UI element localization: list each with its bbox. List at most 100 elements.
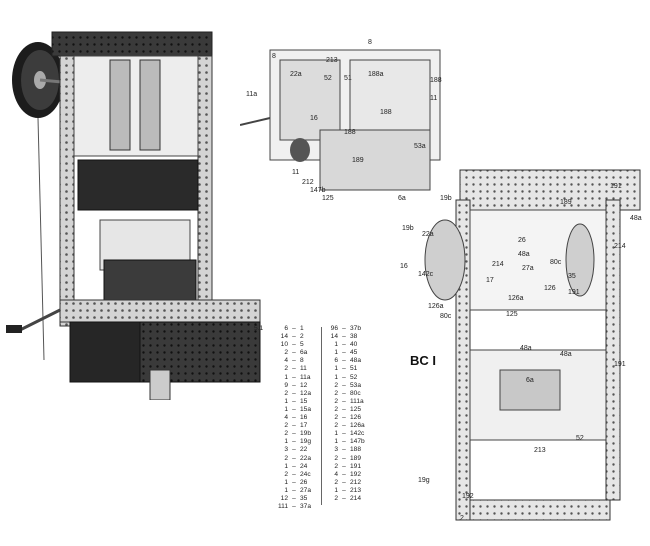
- part-number: 19g: [300, 438, 312, 446]
- part-quantity: 6: [284, 325, 288, 332]
- part-number: 24: [300, 462, 308, 470]
- part-quantity: 2: [284, 454, 288, 462]
- part-label: 11: [292, 169, 299, 176]
- part-quantity: 2: [334, 422, 338, 430]
- part-label: 188: [344, 129, 356, 136]
- part-number: 147b: [350, 438, 365, 446]
- part-number: 26: [300, 478, 308, 486]
- separator-dash: –: [292, 454, 296, 462]
- part-label: 213: [534, 447, 546, 454]
- parts-row: 1–40: [324, 341, 374, 349]
- part-quantity: 1: [284, 397, 288, 405]
- separator-dash: –: [292, 438, 296, 446]
- part-number: 188: [350, 446, 362, 454]
- parts-row: 1–11a: [274, 374, 324, 382]
- part-label: 8: [368, 39, 372, 46]
- parts-row: 4–16: [274, 414, 324, 422]
- part-label: 16: [310, 115, 318, 122]
- parts-row: 2–80c: [324, 390, 374, 398]
- hand-crank: [6, 308, 61, 333]
- part-quantity: 1: [334, 365, 338, 373]
- part-number: 27a: [300, 486, 312, 494]
- part-number: 6a: [300, 349, 308, 357]
- part-quantity: 3: [284, 446, 288, 454]
- parts-row: 14–38: [324, 333, 374, 341]
- part-quantity: 2: [334, 381, 338, 389]
- part-quantity: 2: [334, 397, 338, 405]
- model-illustration: [6, 31, 261, 400]
- column-divider: [321, 327, 322, 505]
- parts-row: 2–191: [324, 463, 374, 471]
- detail-top: 8 213 8 22a 52 51 188a 188 188 11 11a 16…: [240, 39, 442, 202]
- part-quantity: 2: [334, 454, 338, 462]
- part-number: 192: [350, 470, 362, 478]
- parts-row: 2–6a: [274, 349, 324, 357]
- part-number: 126a: [350, 422, 365, 430]
- separator-dash: –: [342, 397, 346, 405]
- part-label: 27a: [522, 265, 534, 272]
- parts-row: 6–1: [274, 325, 324, 333]
- part-label: 6a: [398, 195, 406, 202]
- parts-row: 1–147b: [324, 438, 374, 446]
- parts-row: 1–26: [274, 479, 324, 487]
- base-box: [59, 299, 261, 400]
- separator-dash: –: [292, 486, 296, 494]
- parts-row: 3–22: [274, 446, 324, 454]
- part-number: 8: [300, 357, 304, 365]
- part-number: 53a: [350, 381, 362, 389]
- separator-dash: –: [292, 462, 296, 470]
- separator-dash: –: [342, 389, 346, 397]
- separator-dash: –: [342, 325, 346, 332]
- part-label: 213: [326, 57, 338, 64]
- part-number: 212: [350, 478, 362, 486]
- part-label: 22a: [422, 231, 434, 238]
- part-number: 15a: [300, 405, 312, 413]
- tower-frame: [51, 31, 213, 327]
- separator-dash: –: [342, 446, 346, 454]
- parts-row: 4–8: [274, 357, 324, 365]
- part-number: 22: [300, 446, 308, 454]
- parts-row: 12–35: [274, 495, 324, 503]
- part-quantity: 14: [330, 333, 338, 341]
- part-label: 52: [576, 435, 584, 442]
- separator-dash: –: [292, 325, 296, 332]
- separator-dash: –: [292, 422, 296, 430]
- separator-dash: –: [292, 478, 296, 486]
- parts-row: 1–45: [324, 349, 374, 357]
- separator-dash: –: [342, 414, 346, 422]
- parts-row: 2–214: [324, 495, 374, 503]
- separator-dash: –: [342, 365, 346, 373]
- separator-dash: –: [292, 365, 296, 373]
- part-quantity: 4: [334, 470, 338, 478]
- part-number: 22a: [300, 454, 312, 462]
- part-number: 19b: [300, 430, 312, 438]
- parts-row: 1–51: [324, 365, 374, 373]
- parts-row: 9–12: [274, 382, 324, 390]
- parts-row: 1–19g: [274, 438, 324, 446]
- parts-row: 2–111a: [324, 398, 374, 406]
- part-label: 125: [506, 311, 518, 318]
- parts-row: 2–24c: [274, 471, 324, 479]
- part-label: 191: [614, 361, 626, 368]
- separator-dash: –: [342, 333, 346, 341]
- part-quantity: 111: [277, 503, 288, 511]
- separator-dash: –: [292, 446, 296, 454]
- part-label: 16: [400, 263, 408, 270]
- separator-dash: –: [342, 357, 346, 365]
- part-label: 19b: [402, 225, 414, 232]
- part-label: 22a: [290, 71, 302, 78]
- part-label: 11: [430, 95, 437, 102]
- part-label: 48a: [630, 215, 642, 222]
- parts-row: 1–142c: [324, 430, 374, 438]
- separator-dash: –: [292, 373, 296, 381]
- part-quantity: 2: [334, 405, 338, 413]
- parts-row: 6–48a: [324, 357, 374, 365]
- part-quantity: 1: [334, 349, 338, 357]
- separator-dash: –: [342, 422, 346, 430]
- separator-dash: –: [292, 381, 296, 389]
- parts-row: 1–213: [324, 487, 374, 495]
- part-label: 80c: [440, 313, 452, 320]
- part-number: 111a: [350, 397, 364, 405]
- part-quantity: 1: [284, 373, 288, 381]
